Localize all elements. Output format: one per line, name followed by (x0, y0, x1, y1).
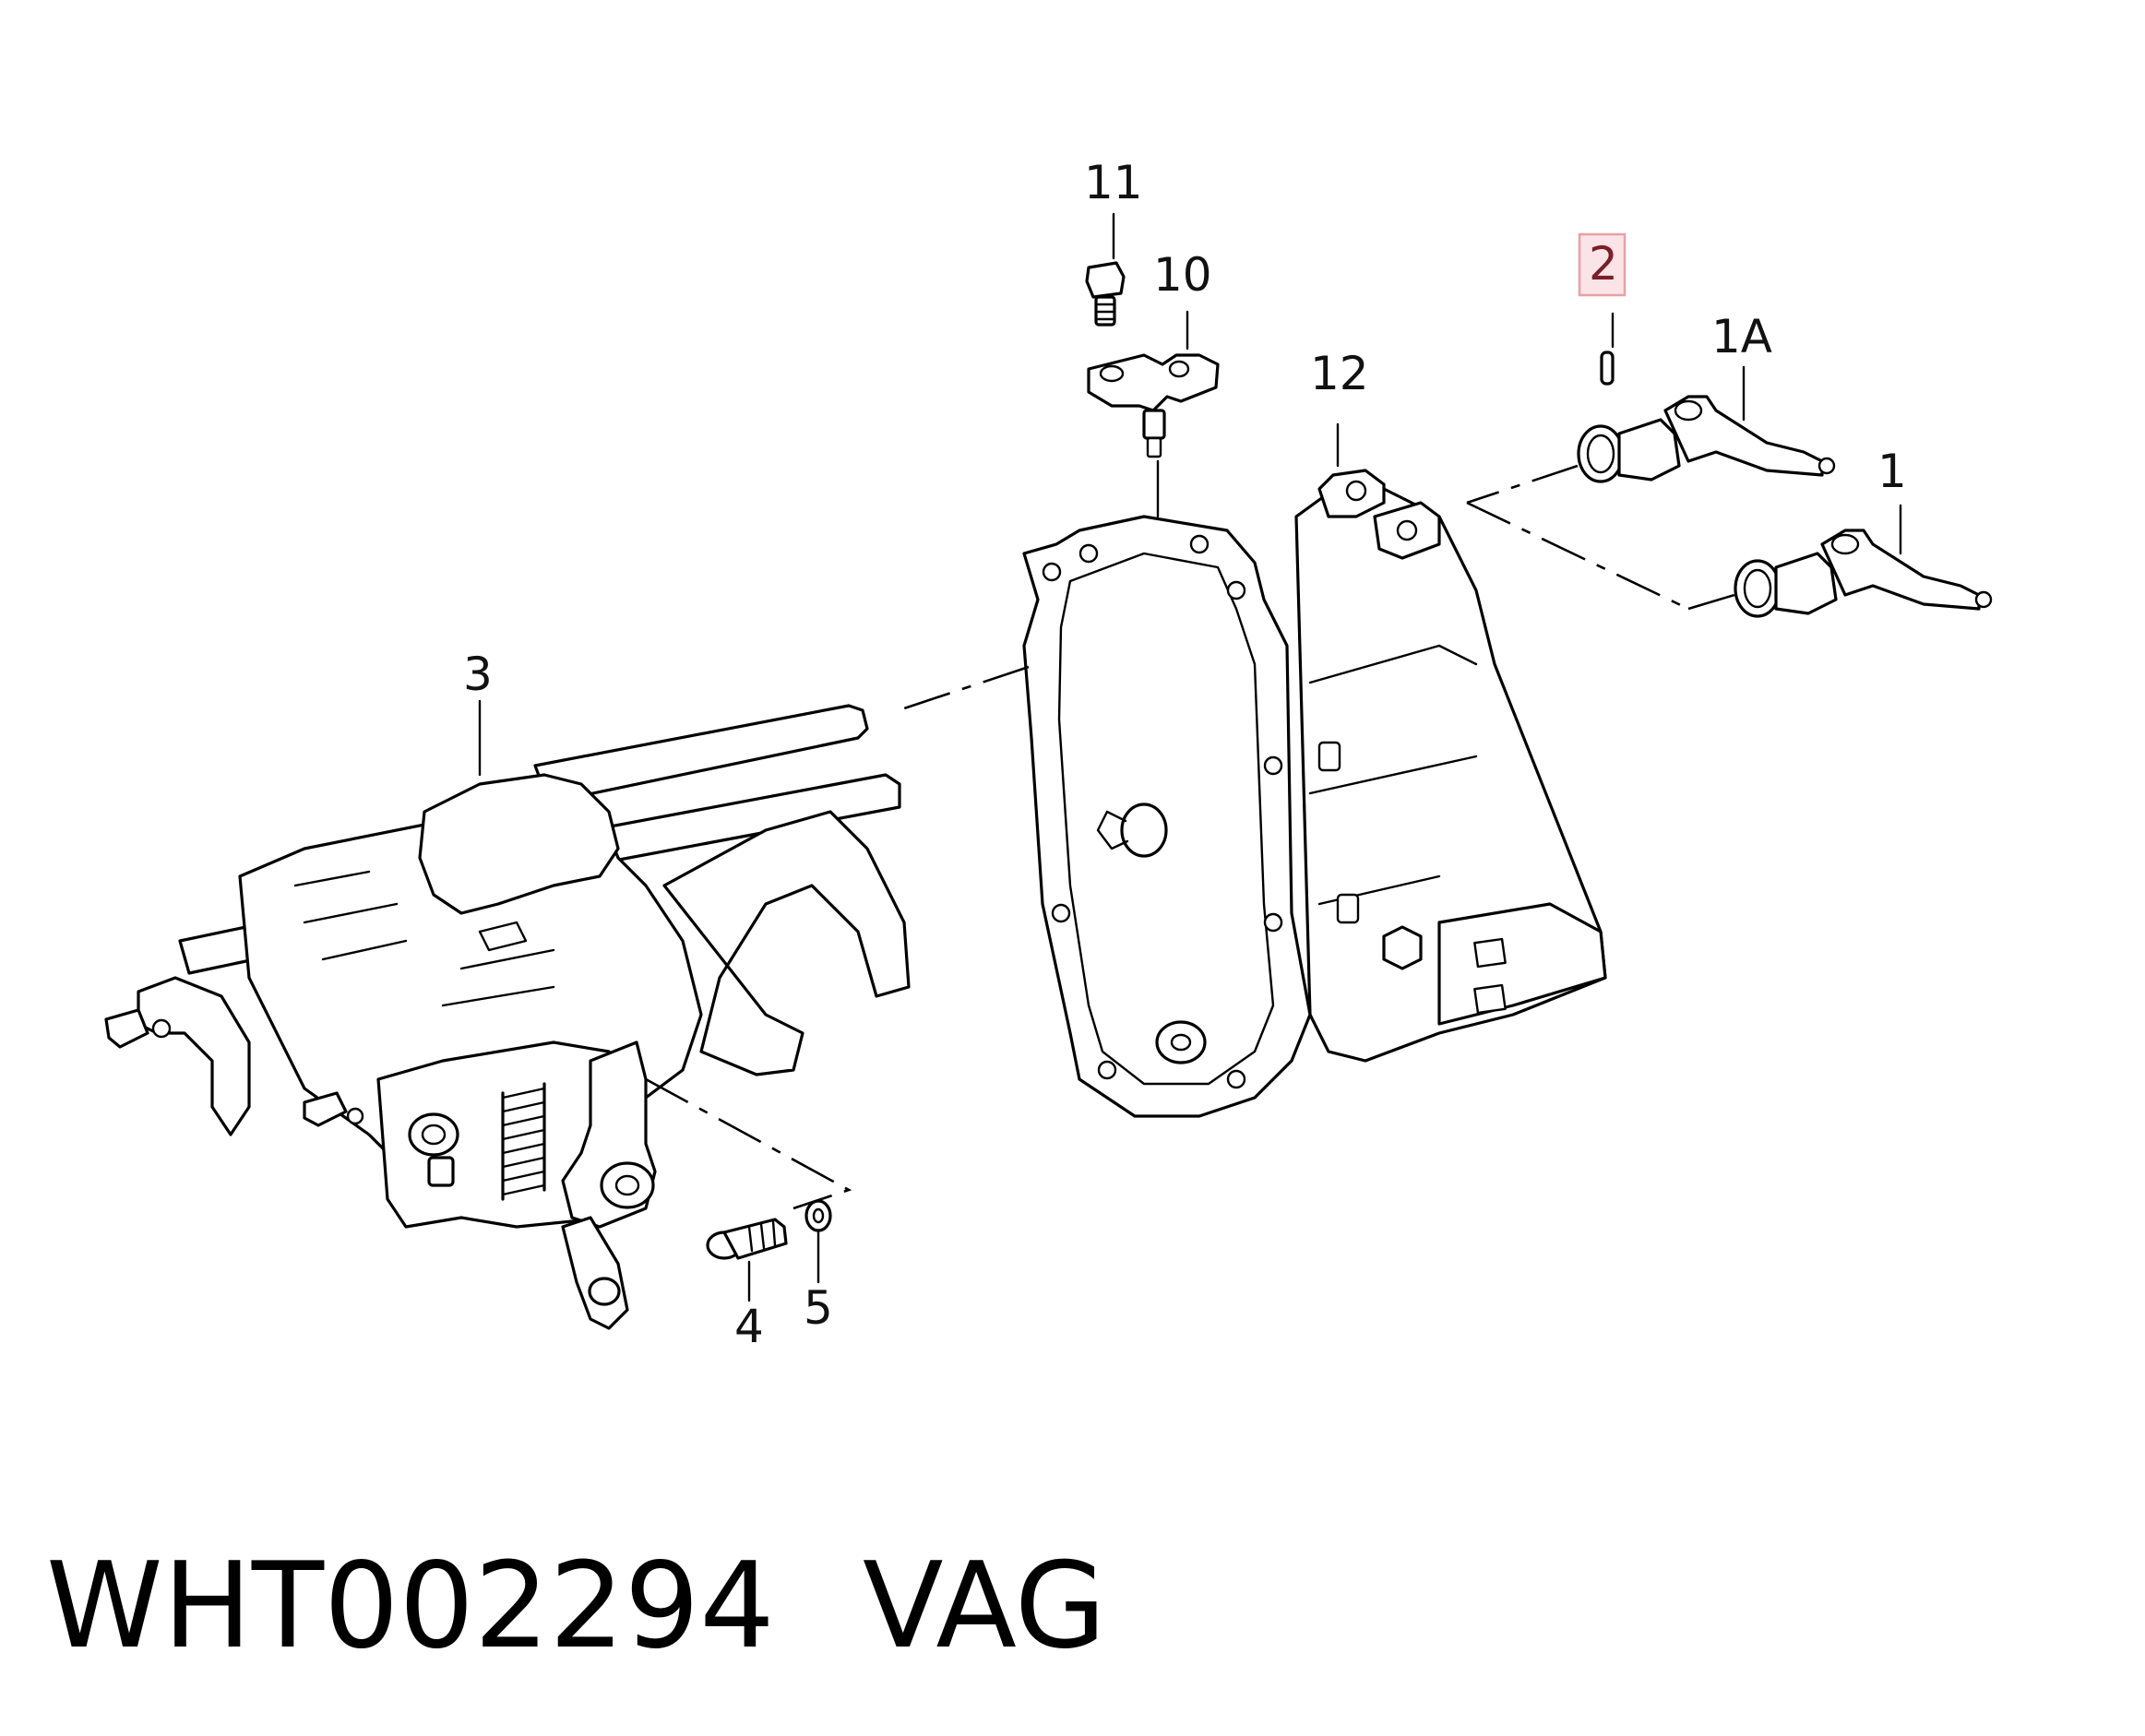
leader-lines (478, 212, 1902, 1302)
bolt-part-11 (1085, 261, 1126, 327)
pin-part-2 (1600, 351, 1615, 386)
sensor-part-10 (1087, 353, 1220, 458)
assembly-axis-lines (645, 464, 1735, 1210)
shift-mechanism-part-3 (104, 704, 911, 1330)
callout-5: 5 (804, 1281, 833, 1335)
callout-2-highlight (1578, 232, 1627, 297)
callout-4: 4 (734, 1300, 764, 1353)
shift-lever-part-1a (1577, 395, 1836, 483)
bolt-part-4 (706, 1218, 788, 1260)
callout-2: 2 (1589, 237, 1618, 291)
callout-1: 1 (1877, 445, 1907, 498)
callout-1a: 1A (1711, 310, 1772, 363)
washer-part-5 (804, 1199, 832, 1232)
callout-12: 12 (1310, 347, 1369, 400)
part-number: WHT002294 (46, 1538, 775, 1675)
brand: VAG (863, 1538, 1106, 1675)
spring (501, 1082, 546, 1201)
shift-lever-part-1 (1734, 529, 1993, 618)
callout-11: 11 (1084, 156, 1143, 209)
callout-3: 3 (463, 648, 493, 701)
gearbox-housing-part-12 (1022, 469, 1607, 1118)
callout-10: 10 (1153, 248, 1212, 302)
